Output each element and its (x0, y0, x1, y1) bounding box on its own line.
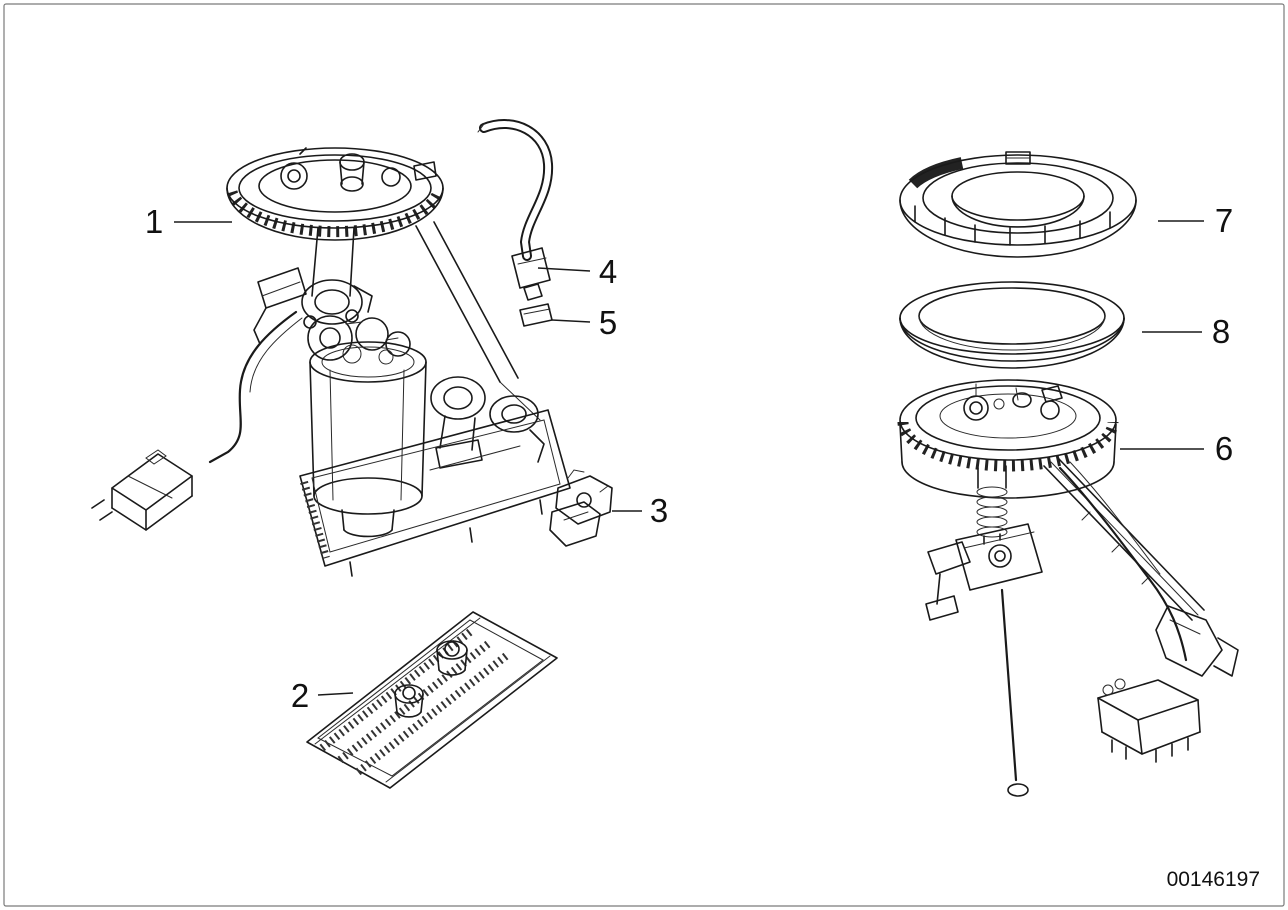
callout-4[interactable]: 4 (599, 253, 617, 290)
diagram-frame-border (3, 3, 1285, 907)
pump-flange-drawing (226, 147, 444, 241)
hose-clamp-drawing (519, 303, 553, 327)
callout-2[interactable]: 2 (291, 677, 309, 714)
callout-5[interactable]: 5 (599, 304, 617, 341)
fuel-pump-module-drawing (91, 147, 571, 577)
pump-wiring-drawing (208, 310, 303, 464)
callout-6[interactable]: 6 (1215, 430, 1233, 467)
hose-drawing (477, 119, 554, 301)
pump-connector-drawing (91, 449, 193, 531)
pump-side-frame-drawing (415, 221, 545, 469)
pump-neck-drawing (253, 227, 373, 345)
pump-canister-drawing (309, 341, 427, 538)
document-number: 00146197 (1167, 868, 1260, 891)
bracket-drawing (549, 469, 613, 547)
pump-base-plate-drawing (299, 409, 571, 577)
callout-8[interactable]: 8 (1212, 313, 1230, 350)
callout-3[interactable]: 3 (650, 492, 668, 529)
sensor-flange-drawing (897, 379, 1119, 499)
leader-line-2 (317, 692, 354, 696)
callout-1[interactable]: 1 (145, 203, 163, 240)
leader-line-4 (537, 267, 591, 272)
pump-head-drawing (303, 309, 411, 361)
callout-7[interactable]: 7 (1215, 202, 1233, 239)
level-sensor-body-drawing (925, 457, 1239, 797)
locking-ring-drawing (899, 151, 1137, 258)
leader-line-5 (551, 319, 591, 323)
strainer-drawing (306, 611, 558, 789)
callout-leader-lines (174, 220, 1204, 696)
seal-ring-drawing (899, 281, 1125, 369)
